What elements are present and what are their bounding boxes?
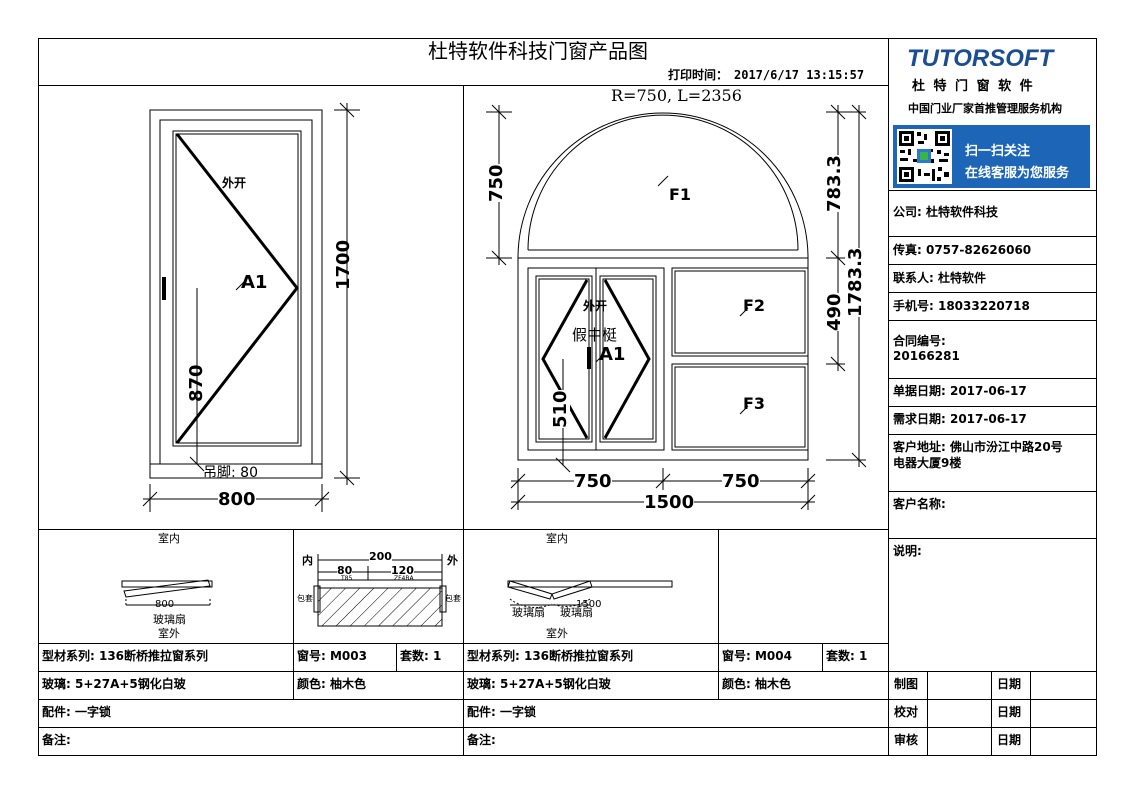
plan-2-glass-1: 玻璃扇	[512, 606, 545, 619]
window-pane-f2: F2	[743, 296, 766, 315]
plan-1-indoor: 室内	[158, 532, 180, 545]
qr-line-1: 扫一扫关注	[965, 144, 1031, 159]
spec-right-glass: 玻璃: 5+27A+5钢化白玻	[467, 677, 611, 691]
spec-left-profile: 型材系列: 136断桥推拉窗系列	[42, 649, 209, 663]
qr-code-icon	[897, 129, 952, 184]
info-company: 公司: 杜特软件科技	[893, 205, 998, 219]
spec-left-sets: 套数: 1	[400, 649, 442, 663]
qr-banner: 扫一扫关注 在线客服为您服务	[893, 125, 1090, 188]
window-pane-f1: F1	[669, 185, 692, 204]
window-dim-total: 1500	[644, 492, 695, 513]
plan-2-outdoor: 室外	[546, 627, 568, 640]
info-doc-date: 单据日期: 2017-06-17	[893, 384, 1027, 398]
door-open-label: 外开	[222, 176, 247, 190]
spec-right-sets: 套数: 1	[826, 649, 868, 663]
door-foot-label: 吊脚: 80	[203, 465, 258, 481]
door-dim-width: 800	[218, 489, 256, 510]
info-address-1: 客户地址: 佛山市汾江中路20号	[893, 440, 1063, 454]
plan-2-dim: 1500	[576, 599, 602, 610]
spec-right-hardware: 配件: 一字锁	[467, 705, 536, 719]
section-outer: 外	[447, 554, 458, 567]
spec-right-profile: 型材系列: 136断桥推拉窗系列	[467, 649, 634, 663]
spec-left-glass: 玻璃: 5+27A+5钢化白玻	[42, 677, 186, 691]
window-dim-right: 750	[722, 471, 760, 492]
signoff-review: 审核	[894, 733, 919, 747]
brand-tagline: 中国门业厂家首推管理服务机构	[908, 102, 1062, 115]
info-customer: 客户名称:	[893, 497, 946, 511]
info-contract-label: 合同编号:	[893, 334, 946, 348]
section-dim-b: 120	[391, 564, 414, 577]
section-tag-a: T85	[341, 575, 353, 582]
info-note: 说明:	[893, 544, 922, 558]
section-dim-total: 200	[369, 550, 392, 563]
section-side-left: 包套	[297, 594, 313, 603]
info-mobile: 手机号: 18033220718	[893, 299, 1030, 313]
plan-1-dim: 800	[155, 599, 175, 610]
signoff-date-1: 日期	[997, 677, 1022, 691]
window-fake-mullion: 假中梃	[572, 326, 618, 344]
section-dim-a: 80	[337, 564, 353, 577]
section-side-right: 包套	[445, 594, 461, 603]
section-tag-b: ZF4BA	[394, 575, 414, 582]
info-fax: 传真: 0757-82626060	[893, 243, 1032, 257]
info-address-2: 电器大厦9楼	[893, 456, 962, 470]
print-time-label: 打印时间：	[668, 68, 729, 82]
spec-left-window-no: 窗号: M003	[297, 649, 367, 663]
window-sash-label: A1	[599, 344, 626, 365]
info-need-date: 需求日期: 2017-06-17	[893, 412, 1027, 426]
spec-right-window-no: 窗号: M004	[722, 649, 792, 663]
page-title: 杜特软件科技门窗产品图	[428, 39, 648, 63]
signoff-check: 校对	[894, 705, 919, 719]
window-pane-f3: F3	[743, 394, 766, 413]
spec-left-hardware: 配件: 一字锁	[42, 705, 111, 719]
spec-left-color: 颜色: 柚木色	[297, 677, 366, 691]
plan-1-outdoor: 室外	[158, 627, 180, 640]
window-dim-left: 750	[574, 471, 612, 492]
signoff-date-2: 日期	[997, 705, 1022, 719]
signoff-draw: 制图	[894, 677, 919, 691]
spec-right-color: 颜色: 柚木色	[722, 677, 791, 691]
info-contract-no: 20166281	[893, 349, 960, 363]
section-inner: 内	[302, 554, 313, 567]
qr-line-2: 在线客服为您服务	[965, 166, 1070, 181]
plan-1-glass: 玻璃扇	[153, 613, 186, 626]
window-arc-label: R=750, L=2356	[611, 86, 742, 105]
brand-cn-name: 杜 特 门 窗 软 件	[912, 79, 1035, 94]
door-sash-label: A1	[241, 272, 268, 293]
plan-2-indoor: 室内	[546, 532, 568, 545]
window-open-label: 外开	[583, 299, 608, 313]
info-contact: 联系人: 杜特软件	[893, 271, 986, 285]
print-time: 2017/6/17 13:15:57	[734, 68, 865, 82]
spec-right-remark: 备注:	[467, 733, 496, 747]
spec-left-remark: 备注:	[42, 733, 71, 747]
brand-logo-text: TUTORSOFT	[907, 45, 1054, 72]
signoff-date-3: 日期	[997, 733, 1022, 747]
plan-2-glass-2: 玻璃扇	[560, 606, 593, 619]
